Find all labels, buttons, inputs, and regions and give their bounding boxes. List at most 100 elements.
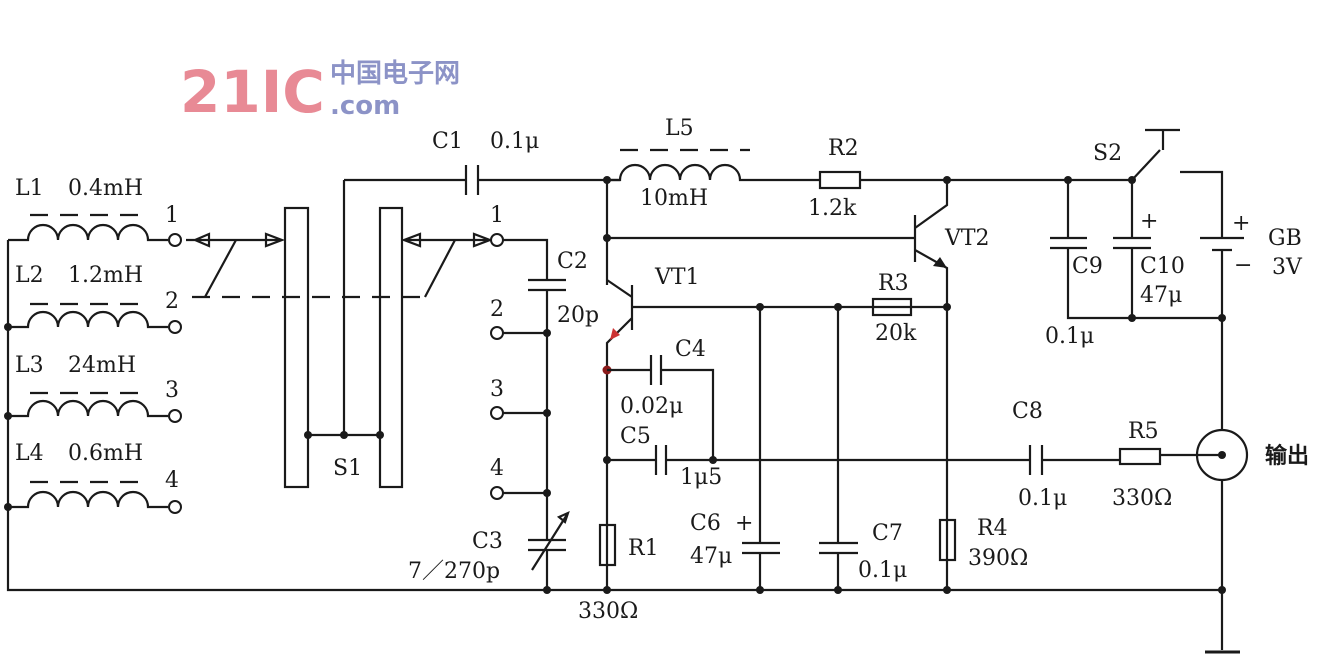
component-label: C8 <box>1012 399 1043 424</box>
junction-dot <box>943 586 951 594</box>
component-label: L3 <box>15 353 44 378</box>
wire <box>528 510 570 571</box>
terminal <box>168 320 182 334</box>
component-label: 0.1μ <box>1018 486 1067 511</box>
component-label: 1.2mH <box>68 263 143 288</box>
component-label: 20p <box>557 303 599 328</box>
component-label: 47μ <box>1140 283 1182 308</box>
component-label: 2 <box>165 289 179 314</box>
junction-dot <box>304 431 312 439</box>
component-label: 0.6mH <box>68 441 143 466</box>
component-label: R1 <box>628 536 659 561</box>
component-label: 0.1μ <box>858 558 907 583</box>
component-label: 3V <box>1272 255 1303 280</box>
junction-dot <box>756 586 764 594</box>
wire <box>913 180 949 590</box>
component-label: + <box>1140 209 1158 234</box>
component-label: 输出 <box>1265 443 1309 469</box>
junction-dot <box>709 456 717 464</box>
component-label: 1 <box>490 203 504 228</box>
capacitor-c5 <box>654 445 668 475</box>
junction-dot <box>610 328 620 340</box>
wire <box>607 453 1222 462</box>
resistor-r5 <box>1118 447 1162 466</box>
resistor-r3 <box>871 297 913 317</box>
component-label: 4 <box>165 468 179 493</box>
component-label: + <box>735 511 753 536</box>
wire <box>503 238 549 590</box>
junction-dot <box>1218 451 1226 459</box>
wire <box>186 232 286 248</box>
wire <box>8 490 168 509</box>
watermark-logo: 21IC <box>180 58 325 126</box>
terminal-1 <box>168 233 182 247</box>
component-label: 24mH <box>68 353 136 378</box>
component-label: 10mH <box>640 186 708 211</box>
output-jack: 输出 <box>1195 428 1309 482</box>
component-label: C2 <box>557 249 588 274</box>
capacitor-c9 <box>1050 236 1087 250</box>
component-label: L5 <box>665 116 694 141</box>
watermark-domain: .com <box>330 91 400 121</box>
junction-dot <box>340 431 348 439</box>
transistor-vt1: VT1 <box>605 265 947 590</box>
terminal <box>490 486 504 500</box>
switch-s1: S1 <box>186 180 494 489</box>
terminal <box>490 326 504 340</box>
component-label: 330Ω <box>578 599 638 624</box>
junction-dot <box>376 431 384 439</box>
junction-dot <box>1218 586 1226 594</box>
component-label: C5 <box>620 424 651 449</box>
inductor-l3: L3 24mH 3 <box>8 353 182 423</box>
capacitor-c1 <box>464 165 480 195</box>
component-label: L4 <box>15 441 44 466</box>
component-label: − <box>1234 253 1252 278</box>
component-label: 1 <box>165 203 179 228</box>
component-label: R4 <box>977 516 1008 541</box>
watermark-site: 中国电子网 <box>330 59 460 89</box>
band-contacts: 1 2 3 4 <box>490 203 551 594</box>
component-label: VT1 <box>654 265 700 290</box>
component-label: 0.4mH <box>68 176 143 201</box>
component-label: VT2 <box>944 226 990 251</box>
terminal <box>168 500 182 514</box>
terminal <box>490 233 504 247</box>
wire <box>308 180 380 437</box>
junction-dot <box>1128 314 1136 322</box>
wire <box>204 239 456 298</box>
capacitor-c7 <box>819 307 858 590</box>
wire <box>283 206 310 489</box>
junction-dot <box>943 303 951 311</box>
battery-gb: + − GB 3V <box>1200 211 1303 318</box>
component-label: C6 <box>690 511 721 536</box>
ground-rail <box>6 240 1222 592</box>
wire <box>8 399 168 418</box>
component-label: 7／270p <box>408 559 500 584</box>
component-label: C3 <box>472 529 503 554</box>
component-label: 47μ <box>690 544 732 569</box>
resistor-r2 <box>818 170 862 190</box>
wire <box>605 279 947 590</box>
junction-dot <box>834 586 842 594</box>
component-label: C9 <box>1072 254 1103 279</box>
capacitor-c4 <box>607 355 715 460</box>
junction-dot <box>603 456 611 464</box>
component-label: 20k <box>875 321 917 346</box>
component-label: 2 <box>490 297 504 322</box>
junction-dot <box>543 329 551 337</box>
capacitor-c10 <box>1113 236 1151 250</box>
component-label: 1μ5 <box>680 465 722 490</box>
transistor-vt2: VT2 <box>913 180 990 590</box>
component-label: C7 <box>872 521 903 546</box>
component-label: 0.1μ <box>1045 324 1094 349</box>
capacitor-c2 <box>528 278 566 292</box>
component-label: S2 <box>1093 141 1122 166</box>
component-label: C1 <box>432 129 463 154</box>
component-label: 3 <box>165 378 179 403</box>
wire <box>8 223 168 242</box>
component-label: + <box>1232 211 1250 236</box>
wire <box>400 232 494 248</box>
